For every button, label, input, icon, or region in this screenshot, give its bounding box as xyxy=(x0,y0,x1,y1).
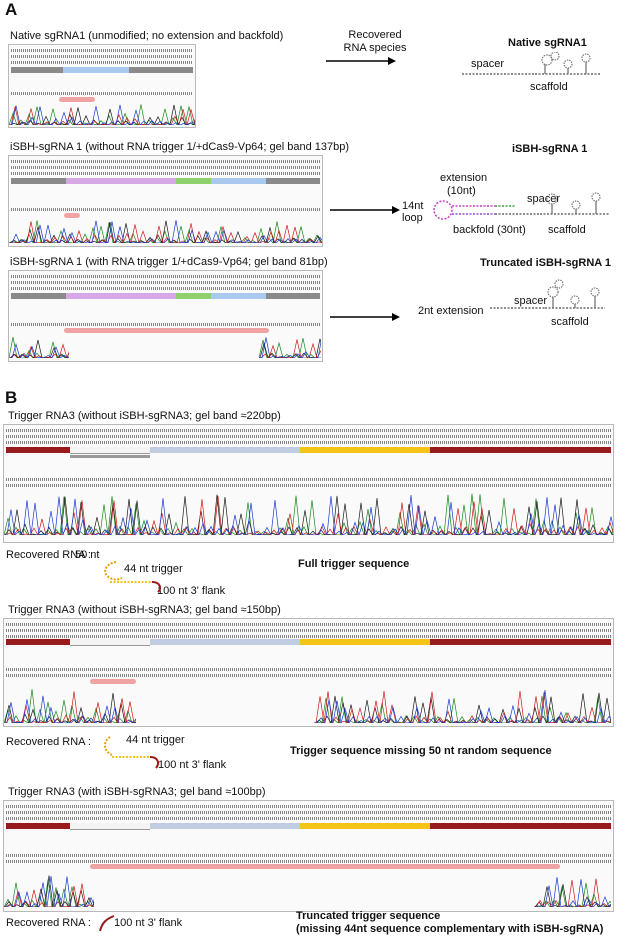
extension-length-label: (10nt) xyxy=(447,185,476,197)
trace-channel xyxy=(4,695,136,723)
panel-a-row2-title: iSBH-sgRNA 1 (without RNA trigger 1/+dCa… xyxy=(10,141,350,153)
chromatogram-b3 xyxy=(3,800,614,912)
sequencing-trace xyxy=(534,877,611,907)
truncated-scaffold-label: scaffold xyxy=(551,316,589,328)
truncated-isbh-result-title: Truncated iSBH-sgRNA 1 xyxy=(480,257,612,269)
trace-channel xyxy=(4,875,94,907)
trace-channel xyxy=(4,494,613,535)
trace-channel xyxy=(534,877,611,907)
trace-channel xyxy=(4,495,613,535)
panel-a-row1-title: Native sgRNA1 (unmodified; no extension … xyxy=(10,30,284,42)
full-trigger-description: Full trigger sequence xyxy=(298,558,410,570)
random-50nt-label: 50 nt xyxy=(75,549,100,561)
panel-a-letter: A xyxy=(5,0,18,19)
sequencing-trace xyxy=(314,690,611,723)
sequencing-trace xyxy=(4,875,94,907)
full-trigger-rna-diagram xyxy=(104,561,161,593)
truncated-spacer-label: spacer xyxy=(514,295,548,307)
panel-b-row3-recovered-label: Recovered RNA : xyxy=(6,917,91,929)
isbh-sgrna1-result-title: iSBH-sgRNA 1 xyxy=(512,143,588,155)
native-scaffold-label: scaffold xyxy=(530,81,568,93)
trace-channel xyxy=(4,494,613,535)
arrow-icon xyxy=(326,57,396,65)
chromatogram-b2 xyxy=(3,618,614,727)
trigger-44nt-label: 44 nt trigger xyxy=(124,563,183,575)
two-nt-extension-label: 2nt extension xyxy=(418,305,484,317)
sequencing-trace xyxy=(9,336,69,358)
truncated-trigger-description: Truncated trigger sequence xyxy=(296,910,441,922)
arrow-icon xyxy=(330,206,400,214)
loop-length-label: 14nt xyxy=(402,200,424,212)
sequencing-trace xyxy=(4,493,613,535)
trigger-44nt-label-2: 44 nt trigger xyxy=(126,734,185,746)
chromatogram-b1 xyxy=(3,424,614,543)
partial-trigger-rna-diagram xyxy=(104,736,159,769)
trace-channel xyxy=(314,696,611,723)
backfold-label: backfold (30nt) xyxy=(453,224,526,236)
extension-label: extension xyxy=(440,172,488,184)
panel-b-row3-title: Trigger RNA3 (with iSBH-sgRNA3; gel band… xyxy=(8,786,266,798)
isbh-sgrna1-structure xyxy=(433,192,610,220)
panel-b-row1-recovered-label: Recovered RNA : xyxy=(6,549,91,561)
chromatogram-a1 xyxy=(8,44,196,128)
trace-channel xyxy=(259,337,321,358)
trace-channel xyxy=(9,336,69,358)
flank-100nt-label-3: 100 nt 3' flank xyxy=(114,917,183,929)
panel-b-row2-title: Trigger RNA3 (without iSBH-sgRNA3; gel b… xyxy=(8,604,281,616)
sequencing-trace xyxy=(9,104,195,125)
recovered-species-header: Recovered RNA species xyxy=(343,29,407,54)
truncated-trigger-description-2: (missing 44nt sequence complementary wit… xyxy=(296,923,604,935)
panel-a-row3-title: iSBH-sgRNA 1 (with RNA trigger 1/+dCas9-… xyxy=(10,256,328,268)
trace-channel xyxy=(9,343,69,358)
trace-channel xyxy=(9,220,322,243)
trace-channel xyxy=(4,875,94,907)
trace-channel xyxy=(259,339,321,358)
native-sgrna1-result-title: Native sgRNA1 xyxy=(508,37,587,49)
arrow-icon xyxy=(330,313,400,321)
trace-channel xyxy=(314,690,611,723)
trace-channel xyxy=(9,221,322,243)
sequencing-trace xyxy=(259,337,321,358)
chromatogram-a2 xyxy=(8,155,323,247)
trace-channel xyxy=(9,339,69,358)
flank-only-rna-diagram xyxy=(99,915,115,932)
trace-channel xyxy=(9,104,195,125)
panel-b-row1-title: Trigger RNA3 (without iSBH-sgRNA3; gel b… xyxy=(8,410,281,422)
isbh-spacer-label: spacer xyxy=(527,193,561,205)
sequencing-trace xyxy=(9,220,322,243)
loop-label: loop xyxy=(402,212,423,224)
native-spacer-label: spacer xyxy=(471,58,505,70)
trace-channel xyxy=(314,690,611,723)
sequencing-trace xyxy=(4,689,136,723)
truncated-isbh-structure xyxy=(490,279,605,309)
isbh-scaffold-label: scaffold xyxy=(548,224,586,236)
trace-channel xyxy=(9,343,69,358)
panel-b-row2-recovered-label: Recovered RNA : xyxy=(6,736,91,748)
panel-b-letter: B xyxy=(5,388,18,407)
flank-100nt-label-2: 100 nt 3' flank xyxy=(158,759,227,771)
trace-channel xyxy=(4,493,613,535)
missing-random-description: Trigger sequence missing 50 nt random se… xyxy=(290,745,552,757)
trace-channel xyxy=(314,692,611,723)
chromatogram-a3 xyxy=(8,270,323,362)
trace-channel xyxy=(4,883,94,907)
flank-100nt-label: 100 nt 3' flank xyxy=(157,585,226,597)
native-sgrna1-structure xyxy=(462,52,600,75)
